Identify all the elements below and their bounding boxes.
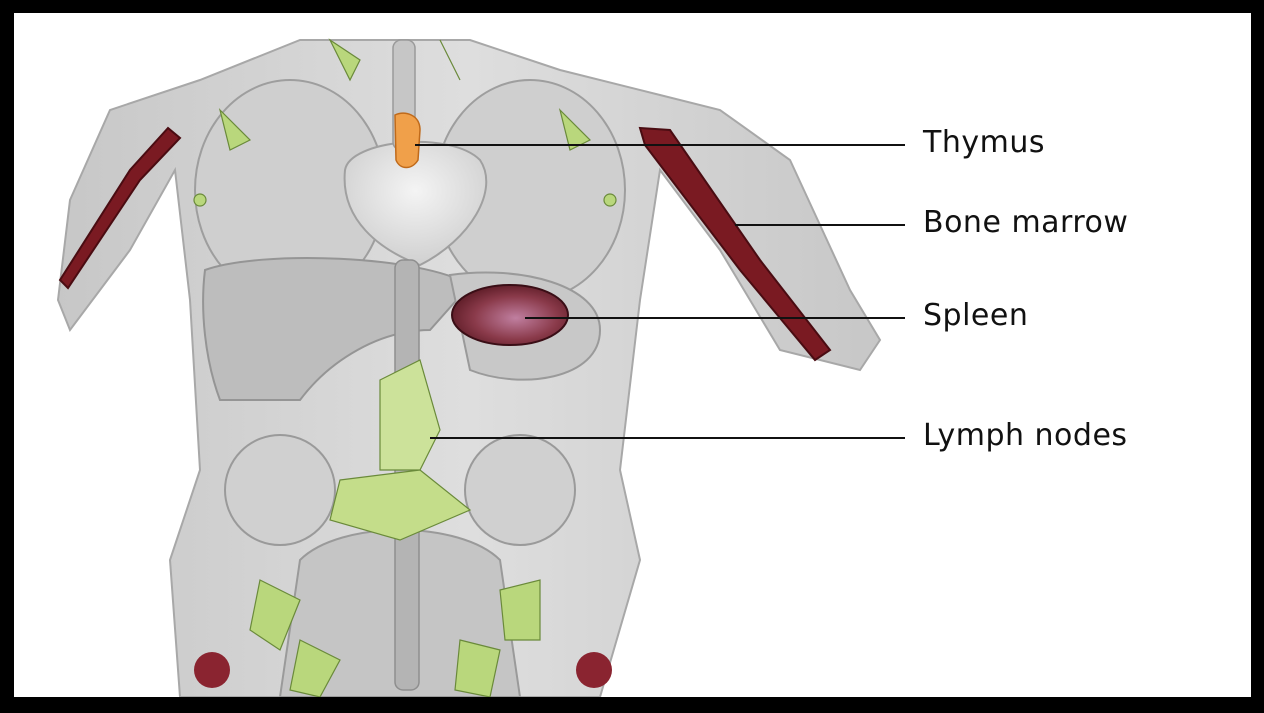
label-lymph-nodes: Lymph nodes [923, 418, 1128, 453]
right-kidney [465, 435, 575, 545]
frame-border-bottom [0, 697, 1264, 713]
thymus-organ [395, 113, 420, 167]
left-kidney [225, 435, 335, 545]
anatomy-illustration [14, 13, 1251, 697]
frame-border-right [1251, 0, 1264, 713]
left-hip-marrow [194, 652, 230, 688]
label-spleen: Spleen [923, 298, 1028, 333]
spleen-organ [452, 285, 568, 345]
frame-border-left [0, 0, 14, 713]
label-bone-marrow: Bone marrow [923, 205, 1128, 240]
right-hip-marrow [576, 652, 612, 688]
label-thymus: Thymus [923, 125, 1045, 160]
frame-border-top [0, 0, 1264, 13]
